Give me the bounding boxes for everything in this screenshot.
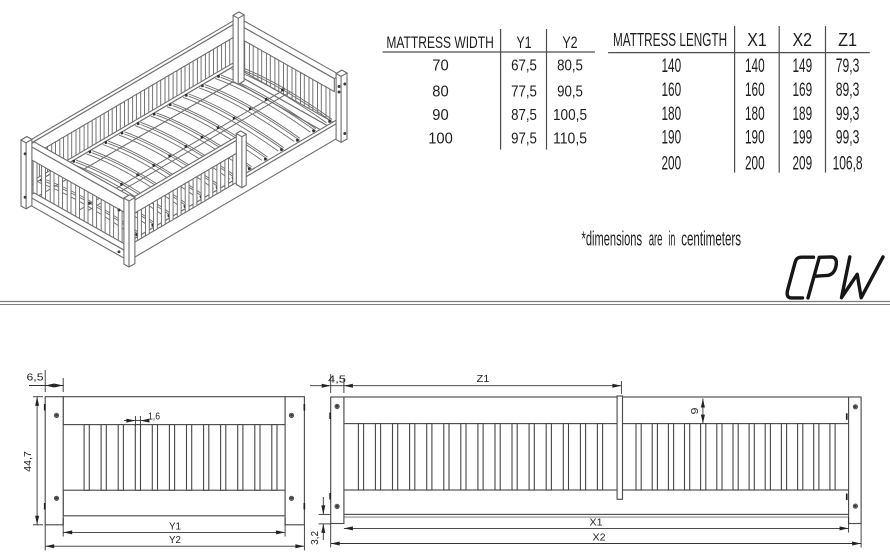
- svg-text:44,7: 44,7: [22, 451, 34, 472]
- svg-text:Y1: Y1: [516, 33, 531, 52]
- svg-text:X2: X2: [793, 30, 813, 50]
- svg-text:Z1: Z1: [477, 373, 490, 385]
- svg-text:Y2: Y2: [169, 534, 181, 546]
- svg-text:209: 209: [793, 153, 813, 174]
- svg-text:100,5: 100,5: [553, 107, 587, 124]
- svg-text:79,3: 79,3: [836, 56, 860, 77]
- svg-text:90: 90: [432, 107, 448, 124]
- svg-text:80: 80: [432, 84, 448, 101]
- svg-text:3,2: 3,2: [309, 531, 321, 545]
- svg-text:89,3: 89,3: [836, 80, 860, 101]
- svg-text:are: are: [649, 228, 663, 250]
- svg-text:190: 190: [745, 128, 765, 149]
- svg-text:90,5: 90,5: [557, 84, 583, 101]
- svg-text:200: 200: [662, 153, 682, 174]
- svg-text:MATTRESS LENGTH: MATTRESS LENGTH: [613, 30, 727, 50]
- svg-text:189: 189: [793, 104, 813, 125]
- svg-text:4,5: 4,5: [328, 374, 346, 386]
- svg-text:180: 180: [662, 104, 682, 125]
- svg-text:Z1: Z1: [838, 30, 857, 50]
- svg-text:199: 199: [793, 128, 813, 149]
- svg-text:169: 169: [793, 80, 813, 101]
- svg-text:Y1: Y1: [169, 520, 181, 532]
- svg-text:97,5: 97,5: [511, 130, 537, 147]
- svg-text:80,5: 80,5: [557, 58, 583, 75]
- svg-text:X1: X1: [747, 30, 767, 50]
- svg-text:X2: X2: [593, 531, 606, 543]
- svg-text:87,5: 87,5: [511, 107, 537, 124]
- svg-text:100: 100: [428, 130, 453, 147]
- svg-text:67,5: 67,5: [511, 58, 537, 75]
- svg-text:149: 149: [793, 56, 813, 77]
- svg-text:MATTRESS WIDTH: MATTRESS WIDTH: [386, 33, 493, 52]
- svg-text:70: 70: [432, 58, 448, 75]
- svg-text:140: 140: [662, 56, 682, 77]
- svg-text:99,3: 99,3: [836, 104, 860, 125]
- svg-text:Y2: Y2: [562, 33, 577, 52]
- svg-text:180: 180: [745, 104, 765, 125]
- svg-text:110,5: 110,5: [553, 130, 587, 147]
- svg-text:160: 160: [745, 80, 765, 101]
- svg-text:200: 200: [745, 153, 765, 174]
- svg-text:in: in: [668, 228, 675, 250]
- svg-text:1,6: 1,6: [148, 411, 160, 423]
- svg-text:9: 9: [689, 407, 701, 414]
- svg-text:centimeters: centimeters: [681, 228, 741, 250]
- svg-text:6,5: 6,5: [27, 372, 44, 384]
- svg-text:190: 190: [662, 128, 682, 149]
- svg-text:X1: X1: [590, 517, 603, 529]
- svg-text:*dimensions: *dimensions: [582, 228, 643, 250]
- svg-text:140: 140: [745, 56, 765, 77]
- svg-text:77,5: 77,5: [511, 84, 537, 101]
- svg-text:160: 160: [662, 80, 682, 101]
- svg-text:106,8: 106,8: [833, 153, 863, 174]
- svg-text:99,3: 99,3: [836, 128, 860, 149]
